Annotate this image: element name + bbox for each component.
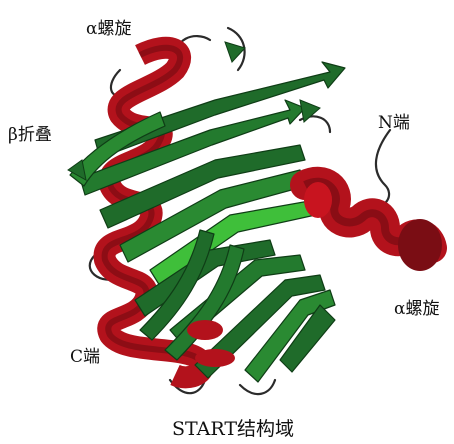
figure-caption: START结构域 bbox=[172, 414, 294, 441]
c-terminus-label: C端 bbox=[70, 342, 100, 367]
alpha-helix-right bbox=[304, 182, 442, 271]
beta-sheet-label: β折叠 bbox=[8, 120, 52, 145]
alpha-helix-right-label: α螺旋 bbox=[394, 294, 439, 319]
alpha-helix-top-label: α螺旋 bbox=[86, 14, 131, 39]
n-terminus-label: N端 bbox=[378, 108, 410, 133]
